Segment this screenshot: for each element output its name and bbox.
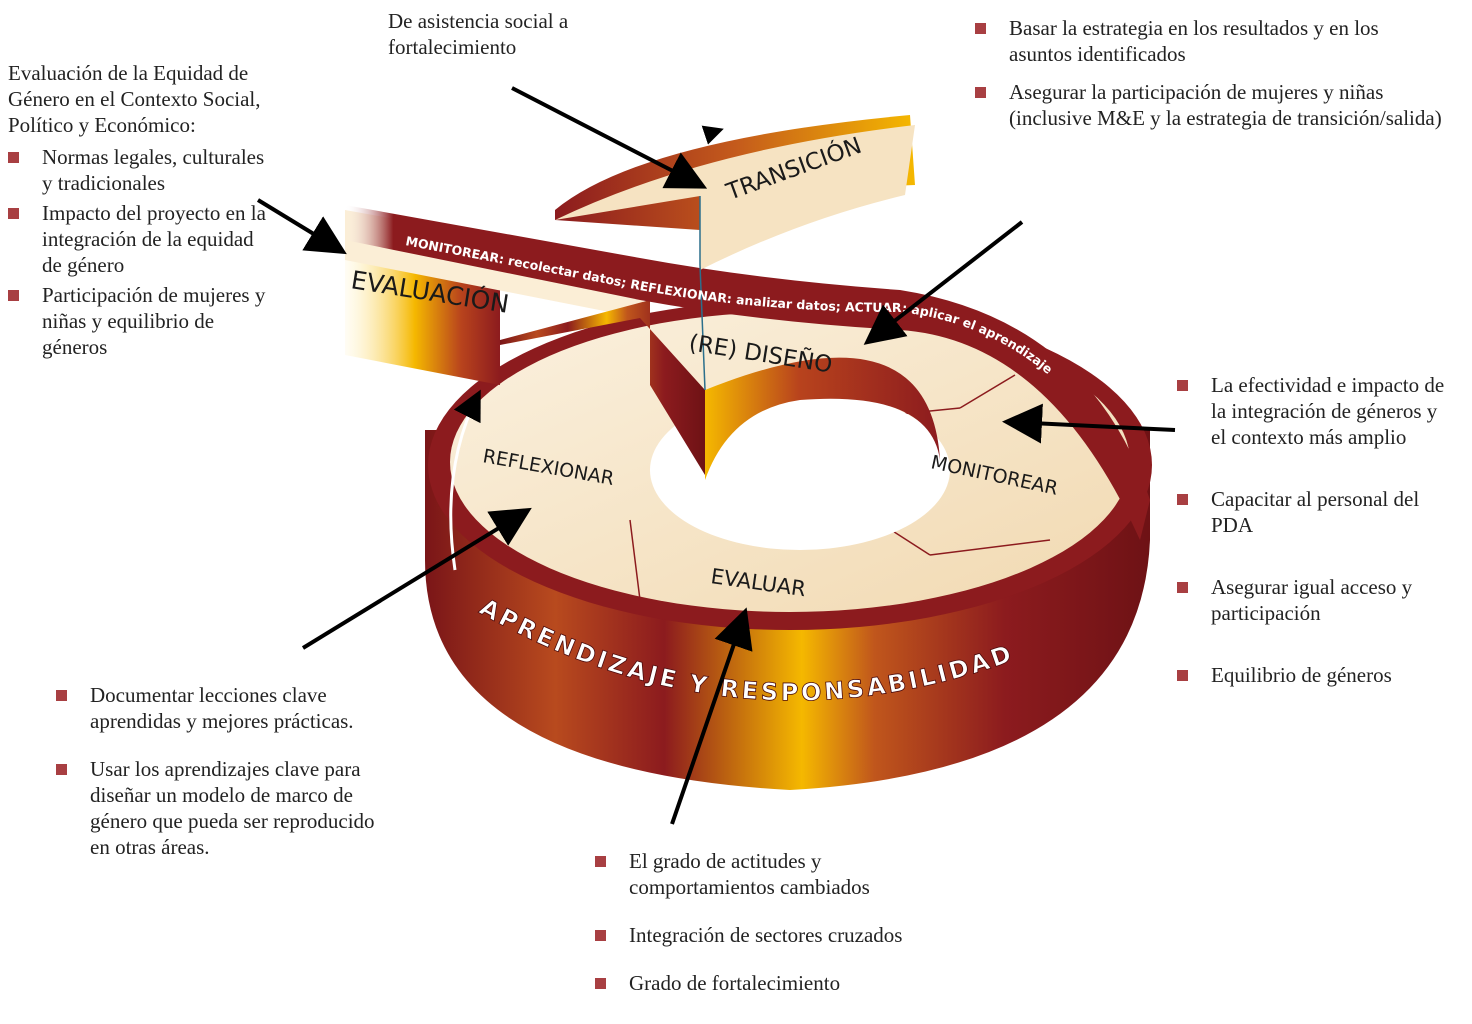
list-item: Normas legales, culturales y tradicional… [8,144,278,196]
right-list: La efectividad e impacto de la integraci… [1177,372,1467,688]
list-item: Grado de fortalecimiento [595,970,995,996]
list-item: Basar la estrategia en los resultados y … [975,15,1445,67]
bottom-left-list: Documentar lecciones clave aprendidas y … [56,682,386,860]
list-item: La efectividad e impacto de la integraci… [1177,372,1451,450]
arrow-top-right [863,220,1024,345]
list-item: Asegurar igual acceso y participación [1177,574,1441,626]
arrow-top [511,86,708,189]
list-item: Asegurar la participación de mujeres y n… [975,79,1445,131]
list-item: Documentar lecciones clave aprendidas y … [56,682,386,734]
arrow-left [256,198,347,255]
list-item: Capacitar al personal del PDA [1177,486,1431,538]
list-item: Impacto del proyecto en la integración d… [8,200,278,278]
top-arrow-label: De asistencia social a fortalecimiento [388,9,569,59]
cycle-band [345,205,1150,540]
arrow-bottom-left [301,507,532,650]
top-right-list: Basar la estrategia en los resultados y … [975,15,1445,131]
list-item: Usar los aprendizajes clave para diseñar… [56,756,380,860]
list-item: Equilibrio de géneros [1177,662,1467,688]
left-block: Evaluación de la Equidad de Género en el… [8,60,298,360]
list-item: Participación de mujeres y niñas y equil… [8,282,278,360]
pointer-arrows [256,86,1176,825]
arrow-bottom-center [670,607,753,825]
left-block-heading: Evaluación de la Equidad de Género en el… [8,61,261,137]
base-ring [425,300,1152,790]
arrow-right [1002,403,1176,444]
left-block-list: Normas legales, culturales y tradicional… [8,144,278,360]
list-item: Integración de sectores cruzados [595,922,995,948]
list-item: El grado de actitudes y comportamientos … [595,848,919,900]
bottom-center-list: El grado de actitudes y comportamientos … [595,848,995,996]
